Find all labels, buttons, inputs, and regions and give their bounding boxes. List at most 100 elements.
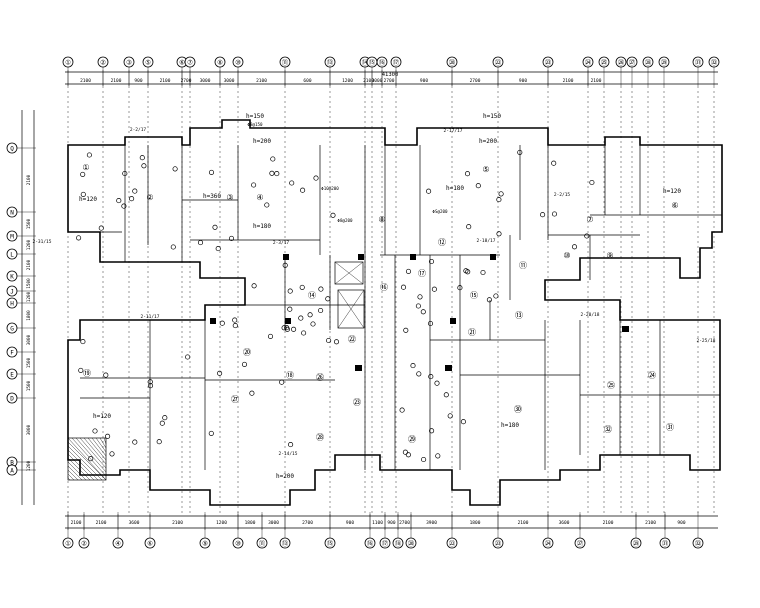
dimension-value: 600 <box>303 78 311 84</box>
room-number: ⑨ <box>606 251 613 260</box>
axis-bubble-label: ⑮ <box>327 540 334 548</box>
dimension-value: 3600 <box>559 520 570 526</box>
axis-bubble-left: M <box>6 230 18 242</box>
axis-bubble-bottom: ④ <box>112 537 124 549</box>
slab-height: h=360 <box>203 193 221 200</box>
callout-label: 2-31/15 <box>33 239 52 245</box>
dimension-value: 2100 <box>96 520 107 526</box>
room-number: ㉑ <box>468 328 476 337</box>
dimension-value: 900 <box>677 520 685 526</box>
dimension-value: 900 <box>519 78 527 84</box>
axis-bubble-left: J <box>6 285 18 297</box>
axis-bubble-bottom: ⑬ <box>279 537 291 549</box>
dimension-value: 3000 <box>268 520 279 526</box>
dimension-lines <box>21 71 718 529</box>
room-number: ㉘ <box>316 433 324 442</box>
dimension-value: 2100 <box>603 520 614 526</box>
callout-label: 2-14/15 <box>279 451 298 457</box>
dimension-value: 3000 <box>224 78 235 84</box>
callout-label: 2-20/18 <box>581 312 600 318</box>
dimension-value: 1200 <box>342 78 353 84</box>
room-number: ⑰ <box>418 269 426 278</box>
dimension-value: 2100 <box>256 78 267 84</box>
axis-bubble-left: D <box>6 392 18 404</box>
axis-bubble-label: ⑬ <box>327 59 334 67</box>
slab-height: h=180 <box>253 223 271 230</box>
dimension-value: 3000 <box>372 78 383 84</box>
axis-bubble-bottom: ⑱ <box>392 537 404 549</box>
room-number: ⑫ <box>438 238 446 247</box>
dimension-value: 3900 <box>426 520 437 526</box>
axis-bubble-label: ㉜ <box>695 540 702 548</box>
room-number: ㉒ <box>348 335 356 344</box>
columns <box>210 254 629 371</box>
dimension-value: 1200 <box>26 291 32 302</box>
axis-bubble-label: ㉜ <box>711 59 718 67</box>
axis-bubble-label: ㉘ <box>645 59 652 67</box>
axis-bubble-label: ㉛ <box>695 59 702 67</box>
axis-bubble-top: ㉕ <box>598 56 610 68</box>
axis-bubble-label: ⑨ <box>202 540 208 548</box>
axis-bubble-top: ⑤ <box>142 56 154 68</box>
room-number: ⑯ <box>380 283 388 292</box>
axis-bubble-bottom: ㉔ <box>542 537 554 549</box>
dimension-value: 2100 <box>80 78 91 84</box>
axis-bubble-top: ⑦ <box>184 56 196 68</box>
axis-bubble-label: ㉕ <box>601 59 608 67</box>
rebar-note: Φ8@200 <box>337 218 353 223</box>
rebar-note: Φ10@200 <box>321 186 339 191</box>
room-number: ⑮ <box>470 291 478 300</box>
axis-bubble-top: ㉔ <box>582 56 594 68</box>
axis-bubble-label: ⑩ <box>235 540 241 548</box>
axis-bubble-bottom: ㉙ <box>630 537 642 549</box>
left-dimension-texts: 2100150012002100150012001800300015001500… <box>26 174 32 471</box>
axis-bubble-label: ⑤ <box>145 59 151 67</box>
axis-bubble-label: ㉒ <box>449 540 456 548</box>
axis-bubble-left: A <box>6 464 18 476</box>
room-number: ㉚ <box>514 405 522 414</box>
axis-bubble-label: ㉗ <box>577 540 584 548</box>
dimension-value: 2100 <box>71 520 82 526</box>
axis-bubble-label: ⑱ <box>395 540 402 548</box>
stair-hatch <box>67 437 107 481</box>
dimension-value: 900 <box>346 520 354 526</box>
dimension-value: 2100 <box>363 78 374 84</box>
callout-label: 2-18/17 <box>477 238 496 244</box>
axis-bubble-label: D <box>10 396 14 403</box>
axis-bubble-label: ⑳ <box>449 59 456 67</box>
room-number: ⑥ <box>671 201 678 210</box>
axis-bubble-label: ⑯ <box>367 540 374 548</box>
axis-bubble-label: ㉙ <box>633 540 640 548</box>
dimension-value: 2100 <box>591 78 602 84</box>
axis-bubble-label: ㉒ <box>495 59 502 67</box>
axis-bubble-left: Q <box>6 142 18 154</box>
callout-label: 2-2/15 <box>554 192 571 198</box>
callout-label: 2-2/17 <box>130 127 147 133</box>
slab-height: h=180 <box>501 422 519 429</box>
room-number: ⑭ <box>308 291 316 300</box>
slab-height: h=120 <box>93 413 111 420</box>
dimension-value: 3000 <box>26 424 32 435</box>
room-number: ⑩ <box>563 251 570 260</box>
room-number: ㉖ <box>316 373 324 382</box>
axis-bubble-label: ㉓ <box>495 540 502 548</box>
axis-bubble-label: A <box>10 468 14 475</box>
axis-bubble-label: ㉔ <box>585 59 592 67</box>
axis-bubble-bottom: ⑨ <box>199 537 211 549</box>
axis-bubble-top: ① <box>62 56 74 68</box>
room-number: ③ <box>226 193 233 202</box>
slab-height: h=150 <box>483 113 501 120</box>
dimension-value: 2700 <box>470 78 481 84</box>
dimension-value: 2100 <box>111 78 122 84</box>
axis-bubble-label: B <box>10 460 14 467</box>
axis-bubble-bottom: ㉒ <box>446 537 458 549</box>
axis-bubble-top: ⑳ <box>446 56 458 68</box>
dimension-value: 3000 <box>26 334 32 345</box>
room-number: ⑦ <box>586 215 593 224</box>
axis-bubble-label: ⑰ <box>382 540 389 548</box>
axis-bubble-label: ⑭ <box>362 59 369 67</box>
room-number: ㉓ <box>353 398 361 407</box>
axis-bubble-label: K <box>10 274 14 281</box>
